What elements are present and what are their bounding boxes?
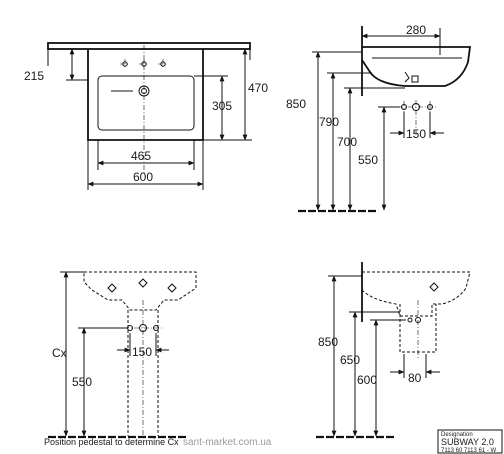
dim-cx: Cx: [52, 346, 67, 360]
basin-outline: [87, 49, 204, 141]
dim-150-side: 150: [406, 127, 426, 141]
designation-label: Designation: [441, 432, 473, 438]
pedestal-side-view: 850 650 600 80: [316, 262, 471, 439]
basin-bowl: [97, 75, 195, 131]
side-view: 280 850 790 700 550 150: [286, 23, 472, 213]
dim-790: 790: [319, 115, 339, 129]
pedestal-front-view: Cx 550 150 Position pedestal to determin…: [44, 271, 197, 447]
dim-470: 470: [248, 81, 268, 95]
product-name: SUBWAY 2.0: [441, 437, 494, 447]
dim-650: 650: [340, 353, 360, 367]
dim-80: 80: [408, 371, 422, 385]
dim-305: 305: [212, 99, 232, 113]
front-view: 215 470 305 465 600: [24, 42, 268, 190]
dim-600-pedestal: 600: [357, 373, 377, 387]
title-block: Designation SUBWAY 2.0 7113 60 7113 61 -…: [437, 429, 503, 454]
dim-850-side: 850: [286, 97, 306, 111]
dim-550-side: 550: [358, 153, 378, 167]
dim-150-pedestal: 150: [132, 345, 152, 359]
basin-rim: [47, 42, 251, 50]
dim-280: 280: [406, 23, 426, 37]
watermark-text: sant-market.com.ua: [183, 437, 272, 448]
dim-550-pedestal: 550: [72, 375, 92, 389]
water-connections: [398, 100, 436, 140]
pedestal-column: [127, 310, 159, 436]
article-numbers: 7113 60 7113 61 - W: [441, 448, 496, 454]
basin-pedestal-profile-dashed: [361, 271, 471, 317]
dim-465: 465: [131, 149, 151, 163]
dim-850-pedestal: 850: [318, 335, 338, 349]
dim-700: 700: [337, 135, 357, 149]
basin-profile: [361, 46, 472, 87]
basin-outline-dashed: [83, 271, 197, 311]
pedestal-position-note: Position pedestal to determine Cx: [44, 437, 179, 447]
dim-215: 215: [24, 69, 44, 83]
dim-600: 600: [133, 170, 153, 184]
